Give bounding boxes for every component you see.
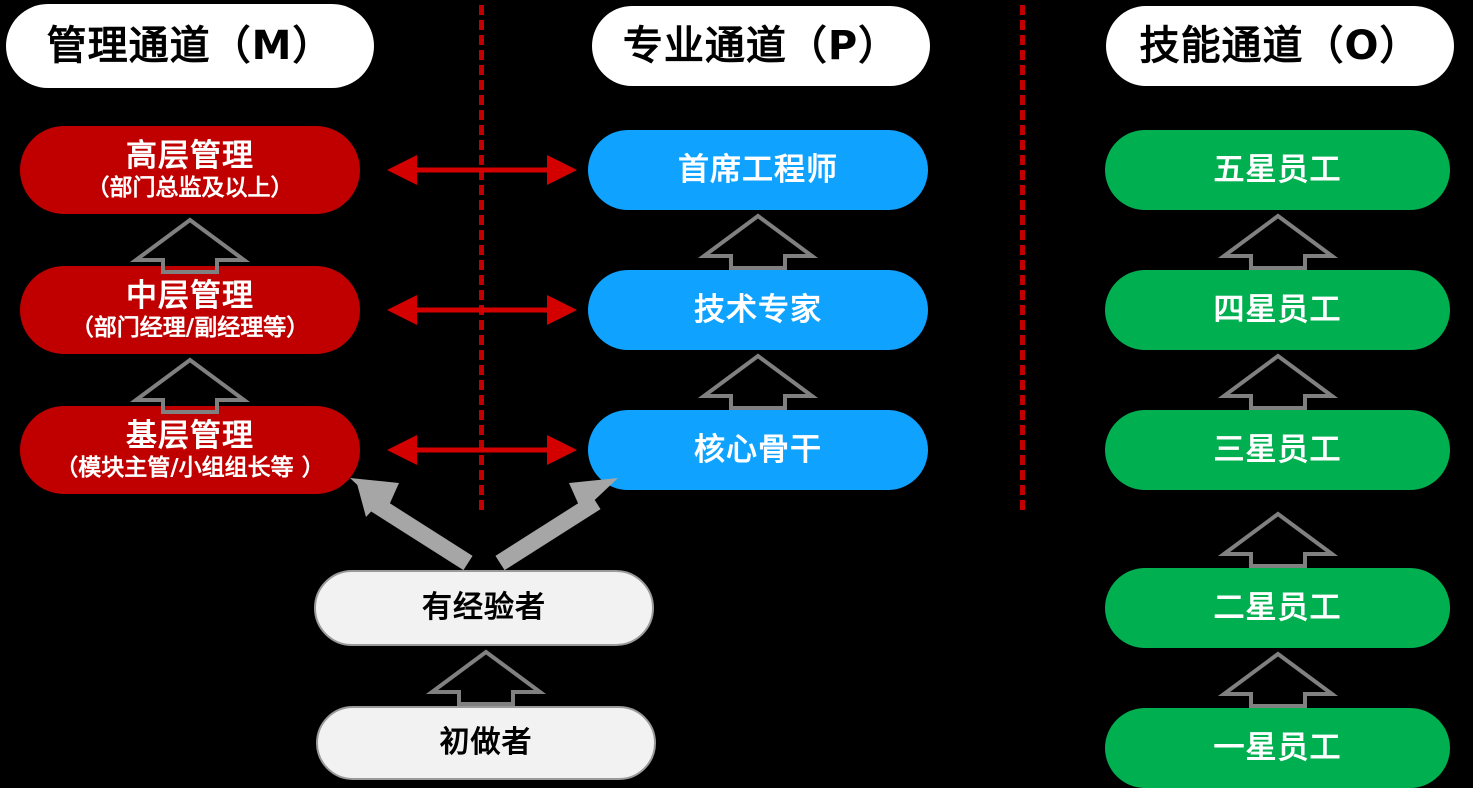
promotion-arrow-skill-two-to-three [1217, 511, 1339, 568]
professional-level-core-backbone-title: 核心骨干 [694, 431, 822, 468]
professional-level-tech-expert[interactable]: 技术专家 [588, 270, 928, 350]
promotion-arrow-management-middle-to-senior [129, 217, 251, 274]
skill-level-one-star[interactable]: 一星员工 [1105, 708, 1450, 788]
management-level-senior[interactable]: 高层管理 （部门总监及以上） [20, 126, 360, 214]
skill-level-two-star-title: 二星员工 [1213, 589, 1342, 626]
divider-management-professional [479, 5, 484, 510]
column-header-management[interactable]: 管理通道（M） [6, 4, 374, 88]
promotion-arrow-skill-three-to-four [1217, 353, 1339, 410]
management-level-middle[interactable]: 中层管理 （部门经理/副经理等） [20, 266, 360, 354]
promotion-arrow-professional-core-to-expert [697, 353, 819, 410]
entry-node-experienced[interactable]: 有经验者 [314, 570, 654, 646]
management-level-junior-title: 基层管理 [126, 418, 254, 455]
promotion-arrow-management-junior-to-middle [129, 357, 251, 414]
column-header-professional-label: 专业通道（P） [622, 23, 900, 69]
skill-level-three-star-title: 三星员工 [1213, 431, 1342, 468]
skill-level-two-star[interactable]: 二星员工 [1105, 568, 1450, 648]
management-level-senior-title: 高层管理 [126, 138, 254, 175]
management-level-junior[interactable]: 基层管理 （模块主管/小组组长等 ） [20, 406, 360, 494]
column-header-management-label: 管理通道（M） [46, 23, 334, 69]
branch-arrow-experienced-to-professional [495, 478, 618, 571]
entry-node-beginner-label: 初做者 [439, 725, 533, 761]
entry-node-experienced-label: 有经验者 [422, 590, 546, 626]
skill-level-four-star-title: 四星员工 [1213, 291, 1342, 328]
branch-arrow-experienced-to-management [350, 478, 473, 571]
promotion-arrow-skill-four-to-five [1217, 213, 1339, 270]
professional-level-tech-expert-title: 技术专家 [694, 291, 822, 328]
management-level-middle-title: 中层管理 [126, 278, 254, 315]
entry-node-beginner[interactable]: 初做者 [316, 706, 656, 780]
skill-level-three-star[interactable]: 三星员工 [1105, 410, 1450, 490]
professional-level-chief-engineer[interactable]: 首席工程师 [588, 130, 928, 210]
management-level-middle-subtitle: （部门经理/副经理等） [70, 314, 310, 341]
management-level-senior-subtitle: （部门总监及以上） [86, 174, 294, 201]
professional-level-core-backbone[interactable]: 核心骨干 [588, 410, 928, 490]
column-header-skill-label: 技能通道（O） [1139, 23, 1421, 69]
skill-level-five-star[interactable]: 五星员工 [1105, 130, 1450, 210]
promotion-arrow-skill-one-to-two [1217, 651, 1339, 708]
column-header-professional[interactable]: 专业通道（P） [592, 6, 930, 86]
divider-professional-skill [1020, 5, 1025, 510]
skill-level-one-star-title: 一星员工 [1213, 729, 1342, 766]
promotion-arrow-beginner-to-experienced [425, 649, 547, 706]
promotion-arrow-professional-expert-to-chief [697, 213, 819, 270]
professional-level-chief-engineer-title: 首席工程师 [678, 151, 838, 188]
skill-level-five-star-title: 五星员工 [1213, 151, 1342, 188]
skill-level-four-star[interactable]: 四星员工 [1105, 270, 1450, 350]
column-header-skill[interactable]: 技能通道（O） [1106, 6, 1454, 86]
management-level-junior-subtitle: （模块主管/小组组长等 ） [55, 454, 325, 481]
